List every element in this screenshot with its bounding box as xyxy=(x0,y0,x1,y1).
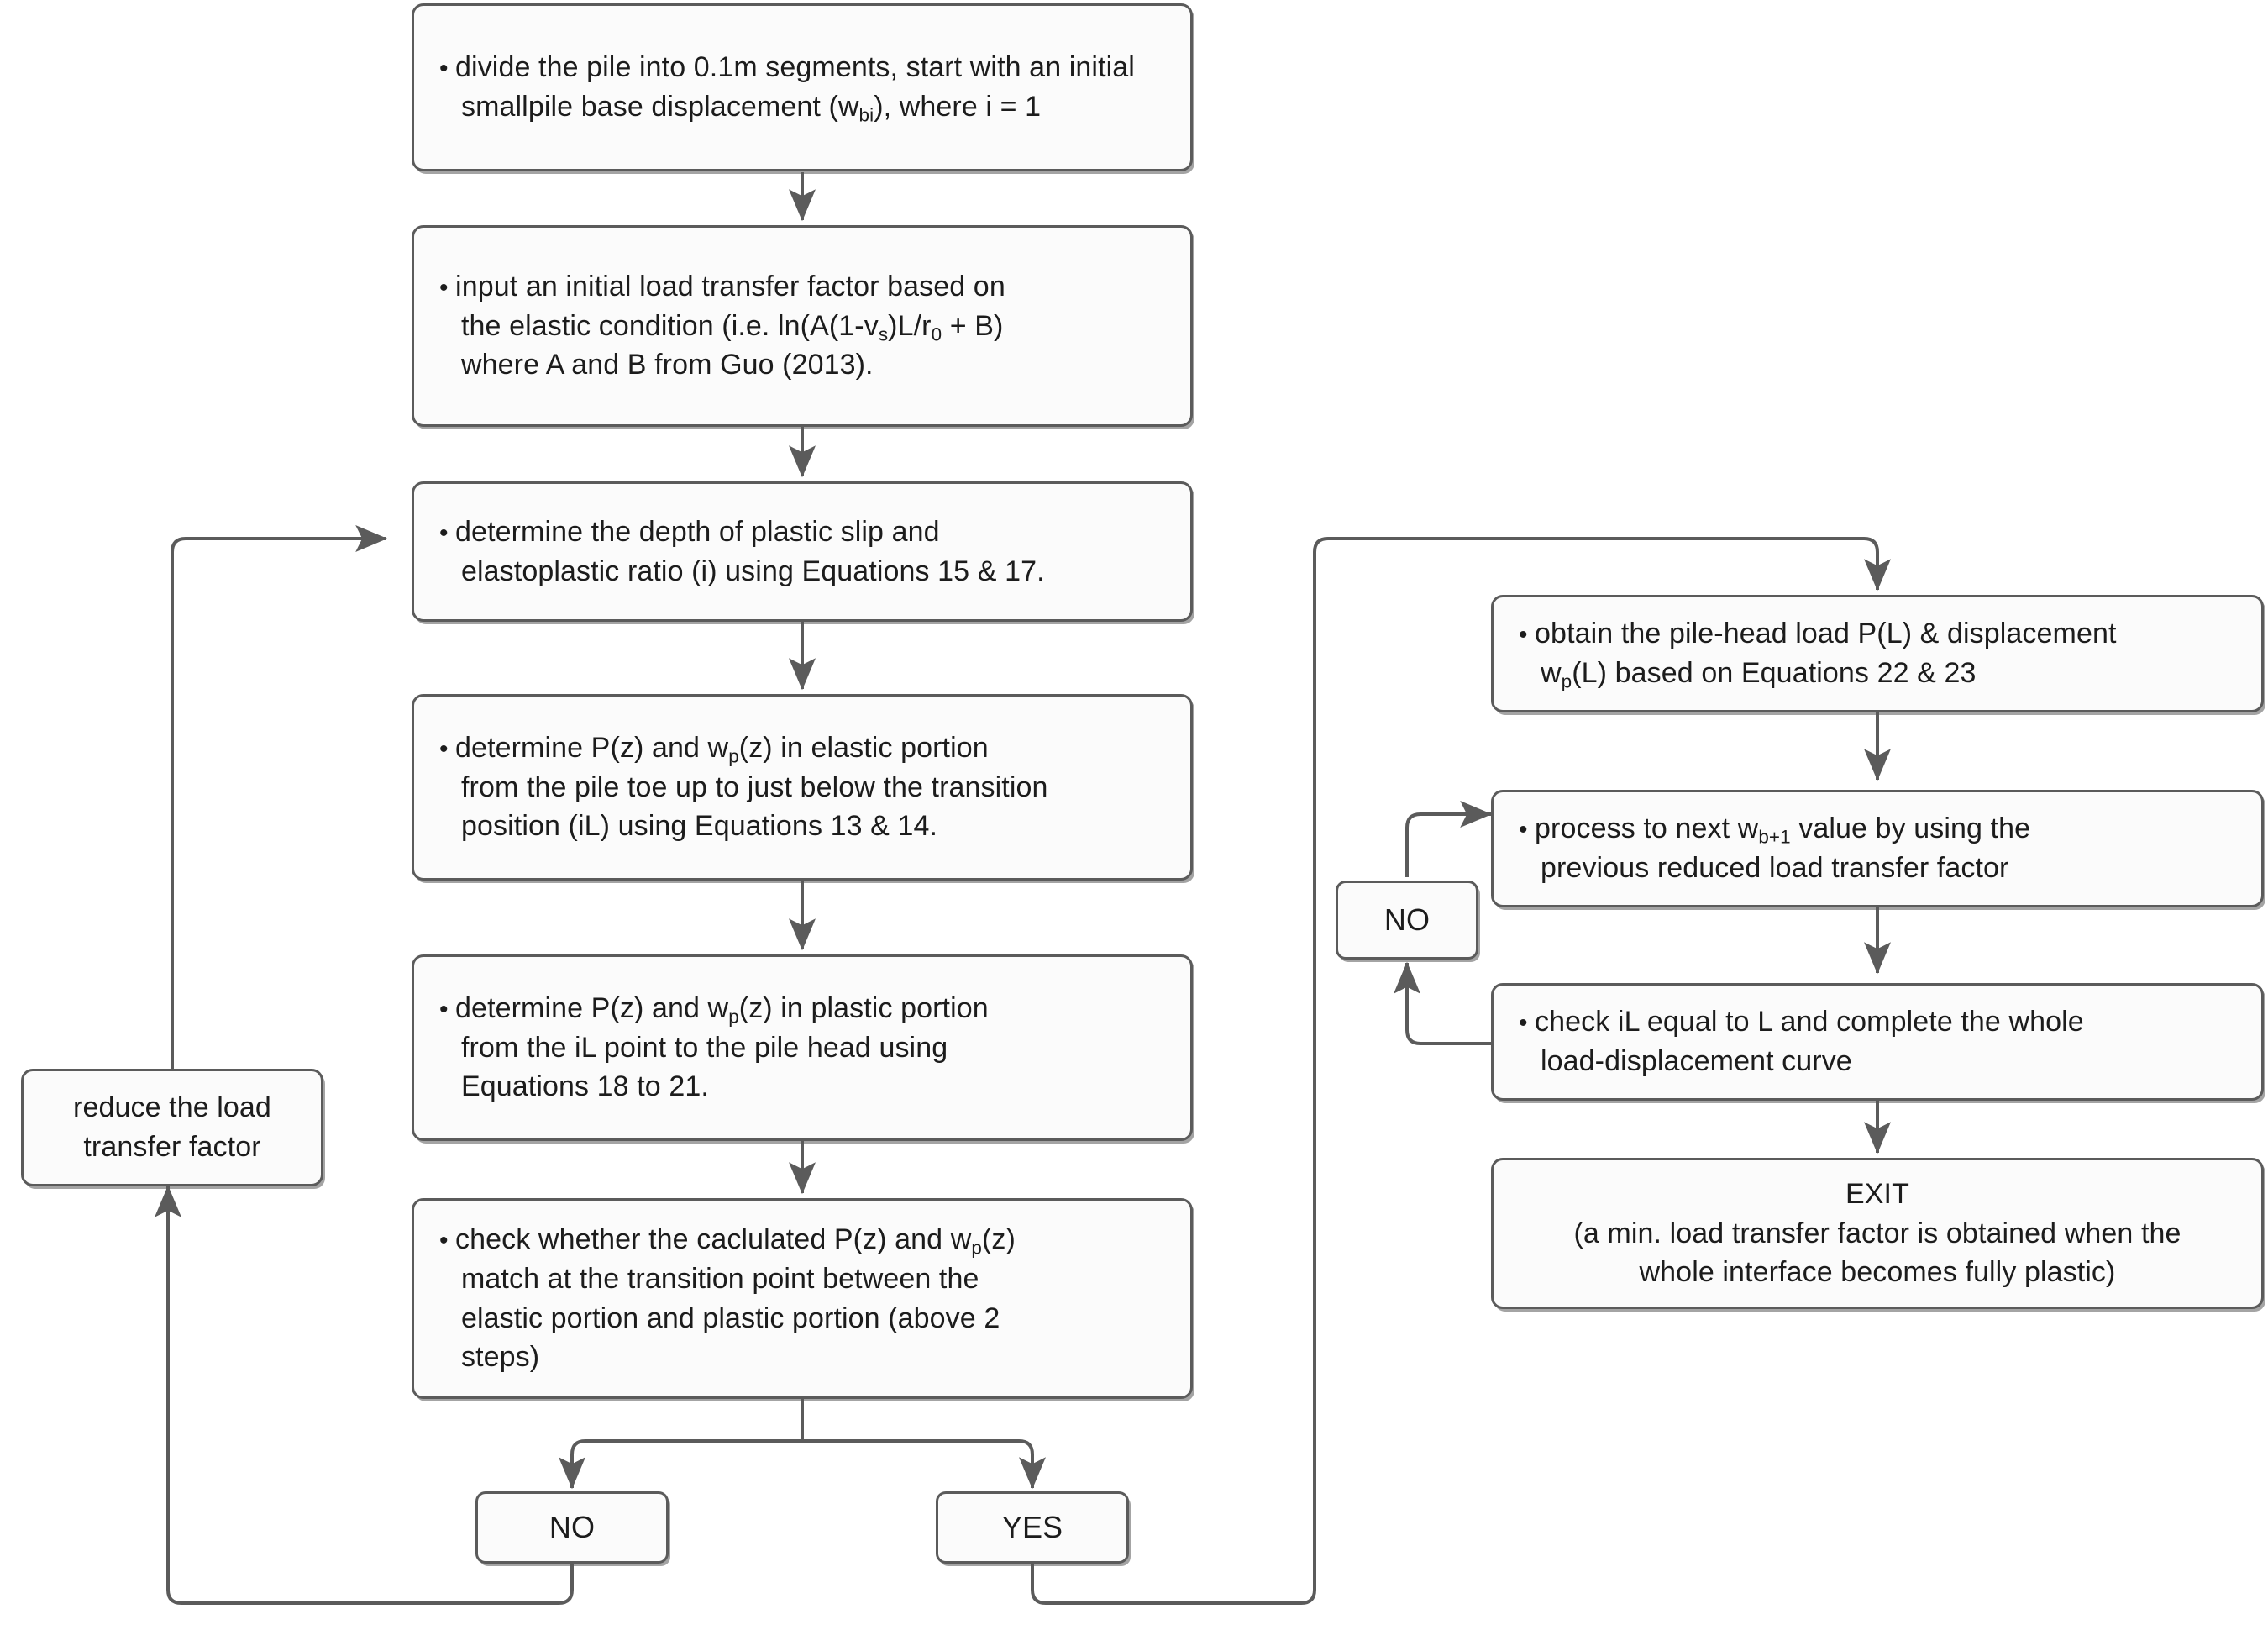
node-exit[interactable]: EXIT(a min. load transfer factor is obta… xyxy=(1491,1158,2264,1309)
edge-rightno-to-step8 xyxy=(1405,801,1493,877)
node-step8[interactable]: process to next wb+1 value by using thep… xyxy=(1491,790,2264,907)
edge-split-to-yes xyxy=(802,1439,1046,1490)
node-step9-text: check iL equal to L and complete the who… xyxy=(1519,1002,2239,1081)
node-step6[interactable]: check whether the caclulated P(z) and wp… xyxy=(412,1198,1193,1399)
node-step6-text: check whether the caclulated P(z) and wp… xyxy=(439,1220,1168,1378)
edge-step9-to-rightno xyxy=(1394,961,1491,1045)
node-step8-text: process to next wb+1 value by using thep… xyxy=(1519,809,2239,888)
sub-r0: 0 xyxy=(931,323,942,344)
node-exit-text: EXIT(a min. load transfer factor is obta… xyxy=(1573,1177,2181,1289)
edge-reduce-to-step3 xyxy=(171,525,388,1074)
sub-bi: bi xyxy=(858,104,874,126)
node-decision-yes-label: YES xyxy=(1001,1510,1063,1545)
sub-wp: p xyxy=(728,1005,739,1027)
node-step4-text: determine P(z) and wp(z) in elastic port… xyxy=(439,728,1168,847)
edge-split-to-no xyxy=(559,1439,802,1490)
node-decision-yes[interactable]: YES xyxy=(936,1491,1129,1564)
node-step7-text: obtain the pile-head load P(L) & displac… xyxy=(1519,614,2239,693)
node-step5[interactable]: determine P(z) and wp(z) in plastic port… xyxy=(412,954,1193,1141)
node-step7[interactable]: obtain the pile-head load P(L) & displac… xyxy=(1491,595,2264,712)
sub-vs: s xyxy=(878,323,889,344)
sub-wb1: b+1 xyxy=(1758,826,1791,848)
node-right-no[interactable]: NO xyxy=(1336,881,1478,960)
sub-wp: p xyxy=(971,1236,982,1258)
node-step1[interactable]: divide the pile into 0.1m segments, star… xyxy=(412,3,1193,171)
node-step3-text: determine the depth of plastic slip ande… xyxy=(439,513,1168,592)
node-decision-no[interactable]: NO xyxy=(475,1491,669,1564)
sub-wp: p xyxy=(728,744,739,766)
node-right-no-label: NO xyxy=(1383,902,1431,938)
node-decision-no-label: NO xyxy=(549,1510,596,1545)
node-step5-text: determine P(z) and wp(z) in plastic port… xyxy=(439,989,1168,1107)
node-step2[interactable]: input an initial load transfer factor ba… xyxy=(412,225,1193,427)
node-step3[interactable]: determine the depth of plastic slip ande… xyxy=(412,481,1193,622)
node-step9[interactable]: check iL equal to L and complete the who… xyxy=(1491,983,2264,1101)
node-step4[interactable]: determine P(z) and wp(z) in elastic port… xyxy=(412,694,1193,881)
node-step1-text: divide the pile into 0.1m segments, star… xyxy=(439,48,1168,127)
sub-wp: p xyxy=(1561,670,1572,692)
node-step2-text: input an initial load transfer factor ba… xyxy=(439,267,1168,386)
